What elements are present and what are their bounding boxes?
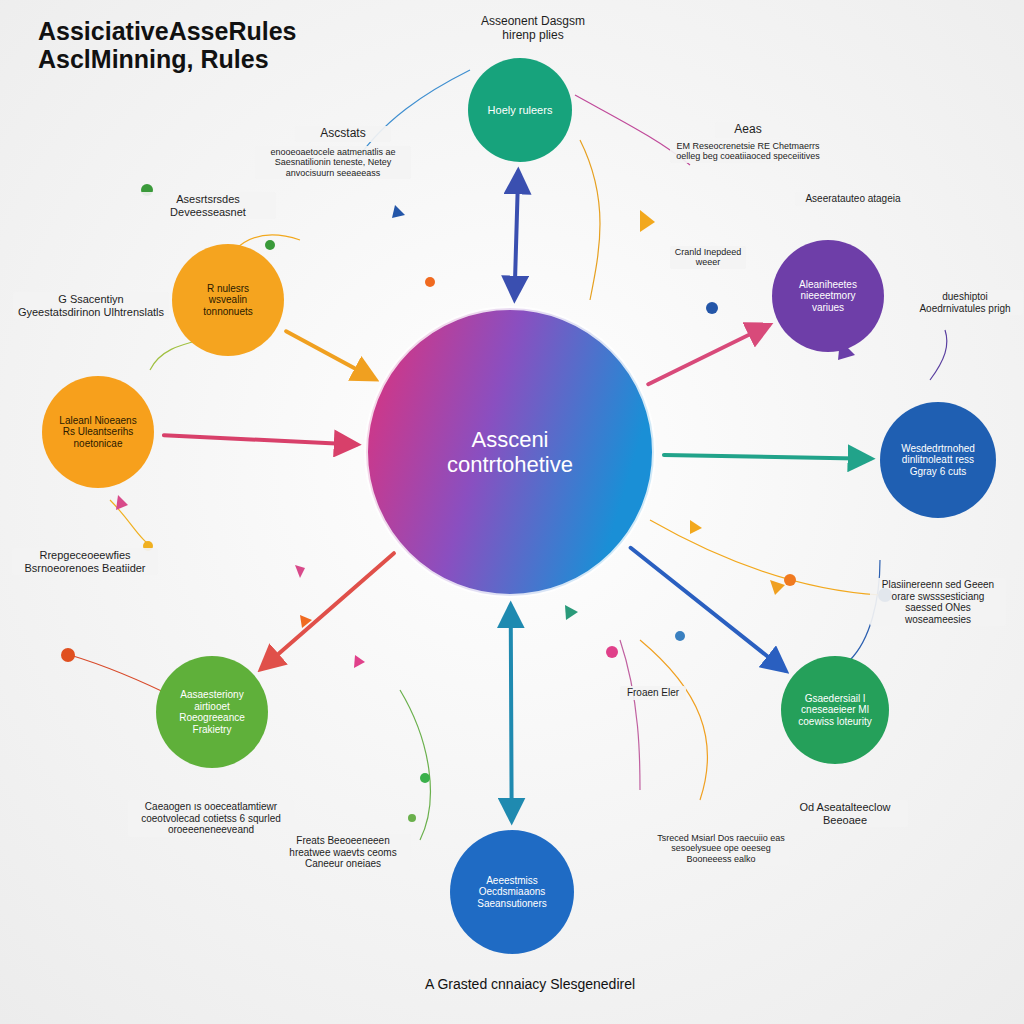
note-label: enooeoaetocele aatmenatlis ae Saesnatili… bbox=[255, 146, 411, 179]
note-label: Aseeratauteo atageia bbox=[795, 192, 911, 206]
connector-arrow bbox=[631, 548, 785, 670]
node-text-group: Aleaniheetes nieeeetmory variues bbox=[789, 279, 868, 314]
topic-circle: Aeeestmiss Oecdsmiaaons Saeansutioners bbox=[448, 828, 576, 956]
dot bbox=[784, 574, 796, 586]
confetti bbox=[770, 580, 785, 595]
connector-arrow bbox=[664, 455, 870, 459]
node-text: Assceni contrtohetive bbox=[411, 427, 610, 478]
thread-line bbox=[110, 500, 150, 545]
node-text: Hoely ruleers bbox=[483, 104, 556, 117]
thread-line bbox=[150, 340, 200, 370]
connector-arrow bbox=[509, 606, 514, 820]
topic-circle: Wesdedrtrnohed dinlitnoleatt ress Ggray … bbox=[878, 400, 998, 520]
circle-fill bbox=[468, 58, 572, 162]
node-text-group: Laleanl Nioeaens Rs Uleantserihs noetoni… bbox=[59, 415, 138, 450]
circle-fill bbox=[781, 656, 889, 764]
thread-lines bbox=[70, 70, 947, 840]
dot bbox=[606, 646, 618, 658]
dot bbox=[675, 631, 685, 641]
dot bbox=[706, 302, 718, 314]
note-label: Rrepgeceoeewfies Bsrnoeorenoes Beatiider bbox=[12, 548, 158, 575]
diagram-title: AssiciativeAsseRules AsclMinning, Rules bbox=[38, 18, 378, 73]
scatter-dots bbox=[61, 184, 892, 822]
node-text-group: Aasaesteriony airtiooet Roeogreeance Fra… bbox=[173, 689, 252, 735]
note-label: Aeas bbox=[715, 122, 781, 138]
confetti bbox=[354, 655, 365, 668]
node-text-group: Aeeestmiss Oecdsmiaaons Saeansutioners bbox=[468, 875, 555, 910]
connector-arrow bbox=[164, 435, 356, 444]
note-label: Froaen Eler bbox=[620, 686, 686, 700]
confetti bbox=[295, 565, 305, 578]
note-label: Asseonent Dasgsm hirenp plies bbox=[460, 14, 606, 44]
dot bbox=[61, 648, 75, 662]
thread-line bbox=[930, 330, 947, 380]
note-label: G Ssacentiyn Gyeestatsdirinon Ulhtrensla… bbox=[13, 292, 169, 319]
note-label: dueshiptoi Aoedrnivatules prigh bbox=[907, 290, 1023, 315]
hub-circle: Assceni contrtohetive bbox=[364, 306, 656, 598]
node-text-group: Hoely ruleers bbox=[483, 104, 556, 117]
confetti bbox=[116, 495, 128, 510]
thread-line bbox=[400, 690, 430, 840]
note-label: EM Reseocrenetsie RE Chetmaerrs oelleg b… bbox=[670, 140, 826, 163]
dot bbox=[425, 277, 435, 287]
circle-fill bbox=[772, 240, 884, 352]
confetti bbox=[690, 520, 702, 534]
dot bbox=[408, 814, 416, 822]
topic-circle: Gsaedersiail l cneseaeieer Ml coewiss lo… bbox=[779, 654, 891, 766]
dot bbox=[265, 240, 275, 250]
node-text-group: R nulesrs wsvealin tonnonuets bbox=[189, 283, 268, 318]
circle-fill bbox=[880, 402, 996, 518]
node-text: Wesdedrtrnohed dinlitnoleatt ress Ggray … bbox=[897, 443, 979, 478]
confetti bbox=[392, 205, 405, 218]
note-label: Od Aseatalteeclow Beeoaee bbox=[782, 800, 908, 827]
note-label: Freats Beeoeeneeen hreatwee waevts ceoms… bbox=[275, 834, 411, 871]
dot bbox=[420, 773, 430, 783]
node-text: Gsaedersiail l cneseaeieer Ml coewiss lo… bbox=[797, 693, 873, 728]
node-text-group: Assceni contrtohetive bbox=[411, 427, 610, 478]
note-label: Caeaogen ıs ooeceatlamtiewr coeotvolecad… bbox=[128, 800, 294, 837]
node-text: Laleanl Nioeaens Rs Uleantserihs noetoni… bbox=[59, 415, 138, 450]
node-text-group: Wesdedrtrnohed dinlitnoleatt ress Ggray … bbox=[897, 443, 979, 478]
confetti-shapes bbox=[116, 205, 855, 668]
diagram-caption: A Grasted cnnaiacy Slesgenedirel bbox=[410, 976, 650, 992]
circle-fill bbox=[366, 308, 654, 596]
note-label: Plasiinereenn sed Geeen orare swsssestic… bbox=[870, 578, 1006, 626]
topic-circle: R nulesrs wsvealin tonnonuets bbox=[170, 242, 286, 358]
thread-line bbox=[620, 640, 640, 790]
circle-fill bbox=[156, 656, 268, 768]
note-label: Asesrtsrsdes Deveesseasnet bbox=[140, 192, 276, 219]
note-label: Tsreced Msiarl Dos raecuiio eas sesoelys… bbox=[653, 832, 789, 865]
node-text: R nulesrs wsvealin tonnonuets bbox=[189, 283, 268, 318]
connector-arrow bbox=[262, 553, 394, 668]
topic-circle: Hoely ruleers bbox=[466, 56, 574, 164]
circle-fill bbox=[42, 376, 154, 488]
topic-circle: Aasaesteriony airtiooet Roeogreeance Fra… bbox=[154, 654, 270, 770]
confetti bbox=[565, 605, 578, 620]
topic-circle: Laleanl Nioeaens Rs Uleantserihs noetoni… bbox=[40, 374, 156, 490]
circle-fill bbox=[450, 830, 574, 954]
node-text: Aleaniheetes nieeeetmory variues bbox=[789, 279, 868, 314]
confetti bbox=[640, 210, 655, 232]
node-text: Aasaesteriony airtiooet Roeogreeance Fra… bbox=[173, 689, 252, 735]
connector-arrow bbox=[648, 325, 768, 384]
connector-arrow bbox=[515, 172, 519, 298]
note-label: Cranld Inepdeed weeer bbox=[670, 246, 746, 269]
node-text-group: Gsaedersiail l cneseaeieer Ml coewiss lo… bbox=[797, 693, 873, 728]
topic-circle: Aleaniheetes nieeeetmory variues bbox=[770, 238, 886, 354]
connector-arrow bbox=[286, 331, 374, 379]
thread-line bbox=[650, 520, 880, 595]
note-label: Ascstats bbox=[295, 126, 391, 142]
thread-line bbox=[640, 640, 708, 800]
circle-fill bbox=[172, 244, 284, 356]
thread-line bbox=[580, 140, 600, 300]
node-text: Aeeestmiss Oecdsmiaaons Saeansutioners bbox=[468, 875, 555, 910]
